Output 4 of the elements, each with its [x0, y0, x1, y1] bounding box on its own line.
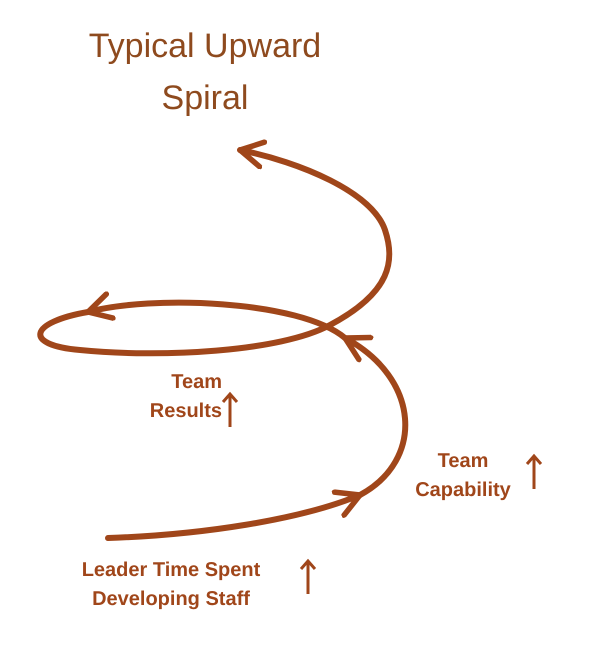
factor-label: Team Capability — [414, 449, 512, 503]
factor-label: Leader Time Spent Developing Staff — [80, 558, 262, 612]
factor-label: Team Results — [148, 370, 222, 424]
title: Typical Upward Spiral — [88, 26, 322, 119]
